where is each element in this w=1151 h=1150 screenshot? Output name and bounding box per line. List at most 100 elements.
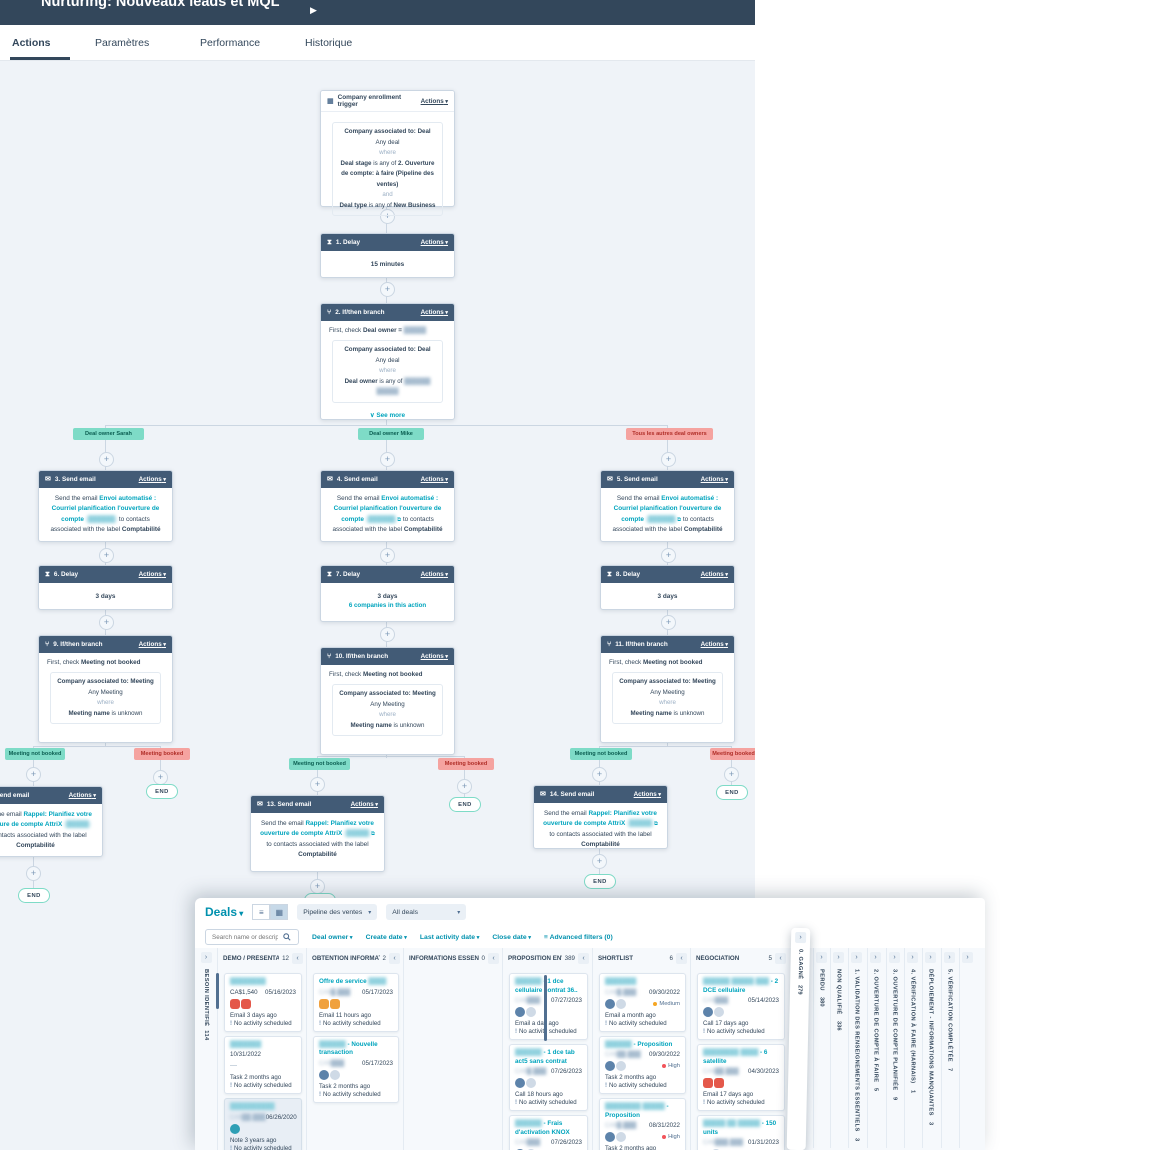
plus-connector[interactable]: + xyxy=(99,615,114,630)
deal-card[interactable]: ███████10/31/2022—Task 2 months ago!No a… xyxy=(224,1035,302,1094)
tab-parametres[interactable]: Paramètres xyxy=(95,37,150,49)
plus-connector[interactable]: + xyxy=(26,767,41,782)
plus-connector[interactable]: + xyxy=(310,879,325,894)
workflow-node-branch-11[interactable]: ⑂ 11. If/then branch Actions First, chec… xyxy=(600,635,735,743)
filter-create-date[interactable]: Create date xyxy=(366,934,407,941)
see-more-link[interactable]: See more xyxy=(321,411,454,419)
workflow-node-email-3[interactable]: ✉ 3. Send email Actions Send the email E… xyxy=(38,470,173,542)
actions-menu[interactable]: Actions xyxy=(139,571,166,578)
workflow-node-email-14[interactable]: ✉ 14. Send email Actions Send the email … xyxy=(533,785,668,849)
deals-view-select[interactable]: All deals xyxy=(386,904,467,920)
actions-menu[interactable]: Actions xyxy=(421,309,448,316)
tab-historique[interactable]: Historique xyxy=(305,37,353,49)
plus-connector[interactable]: + xyxy=(592,767,607,782)
workflow-node-branch-9[interactable]: ⑂ 9. If/then branch Actions First, check… xyxy=(38,635,173,743)
workflow-node-trigger[interactable]: ▦ Company enrollment trigger Actions Com… xyxy=(320,90,455,217)
plus-connector[interactable]: + xyxy=(661,615,676,630)
workflow-node-email-12[interactable]: ✉ 12. Send email Actions Send the email … xyxy=(0,786,103,857)
actions-menu[interactable]: Actions xyxy=(421,239,448,246)
workflow-node-email-4[interactable]: ✉ 4. Send email Actions Send the email E… xyxy=(320,470,455,542)
pipeline-select[interactable]: Pipeline des ventes xyxy=(297,904,378,920)
expand-column-button[interactable]: › xyxy=(962,952,973,963)
actions-menu[interactable]: Actions xyxy=(139,476,166,483)
deal-card[interactable]: ██████ - 1 dce cellulaire contrat 36..CA… xyxy=(509,973,588,1040)
plus-connector[interactable]: + xyxy=(26,866,41,881)
expand-column-button[interactable]: › xyxy=(925,952,936,963)
workflow-node-delay-7[interactable]: ⧗ 7. Delay Actions 3 days 6 companies in… xyxy=(320,565,455,622)
actions-menu[interactable]: Actions xyxy=(634,791,661,798)
expand-column-button[interactable]: › xyxy=(816,952,827,963)
expand-column-button[interactable]: › xyxy=(851,952,862,963)
tab-actions[interactable]: Actions xyxy=(12,37,51,49)
plus-connector[interactable]: + xyxy=(457,779,472,794)
actions-menu[interactable]: Actions xyxy=(351,801,378,808)
collapse-column-button[interactable]: ‹ xyxy=(292,952,303,964)
plus-connector[interactable]: + xyxy=(661,548,676,563)
collapse-column-button[interactable]: ‹ xyxy=(578,952,589,964)
list-view-button[interactable]: ≡ xyxy=(252,904,271,920)
expand-column-button[interactable]: › xyxy=(944,952,955,963)
workflow-node-delay-1[interactable]: ⧗ 1. Delay Actions 15 minutes xyxy=(320,233,455,278)
filter-deal-owner[interactable]: Deal owner xyxy=(312,934,353,941)
plus-connector[interactable]: + xyxy=(380,282,395,297)
plus-connector[interactable]: + xyxy=(380,548,395,563)
expand-column-button[interactable]: › xyxy=(889,952,900,963)
plus-connector[interactable]: + xyxy=(99,452,114,467)
expand-column-button[interactable]: › xyxy=(907,952,918,963)
column-scrollbar[interactable] xyxy=(216,973,219,1009)
column-scrollbar[interactable] xyxy=(544,975,547,1041)
actions-menu[interactable]: Actions xyxy=(69,792,96,799)
actions-menu[interactable]: Actions xyxy=(421,653,448,660)
expand-column-button[interactable]: › xyxy=(833,952,844,963)
actions-menu[interactable]: Actions xyxy=(421,571,448,578)
board-view-button[interactable]: ▦ xyxy=(270,904,289,920)
tab-performance[interactable]: Performance xyxy=(200,37,261,49)
expand-column-button[interactable]: › xyxy=(200,952,212,963)
actions-menu[interactable]: Actions xyxy=(139,641,166,648)
plus-connector[interactable]: + xyxy=(99,548,114,563)
workflow-node-email-5[interactable]: ✉ 5. Send email Actions Send the email E… xyxy=(600,470,735,542)
actions-menu[interactable]: Actions xyxy=(701,476,728,483)
expand-column-button[interactable]: › xyxy=(870,952,881,963)
search-input[interactable] xyxy=(210,932,280,942)
collapse-column-button[interactable]: ‹ xyxy=(676,952,687,964)
plus-connector[interactable]: + xyxy=(310,777,325,792)
collapse-column-button[interactable]: ‹ xyxy=(389,952,400,964)
companies-in-action-link[interactable]: 6 companies in this action xyxy=(348,602,427,610)
plus-connector[interactable]: + xyxy=(153,770,168,785)
plus-connector[interactable]: + xyxy=(592,854,607,869)
plus-connector[interactable]: + xyxy=(380,627,395,642)
plus-connector[interactable]: + xyxy=(724,767,739,782)
workflow-node-email-13[interactable]: ✉ 13. Send email Actions Send the email … xyxy=(250,795,385,872)
expand-column-button[interactable]: › xyxy=(795,931,807,944)
filter-close-date[interactable]: Close date xyxy=(492,934,531,941)
workflow-node-branch-10[interactable]: ⑂ 10. If/then branch Actions First, chec… xyxy=(320,647,455,755)
plus-connector[interactable]: + xyxy=(380,452,395,467)
filter-last-activity-date[interactable]: Last activity date xyxy=(420,934,479,941)
collapse-column-button[interactable]: ‹ xyxy=(775,952,786,964)
actions-menu[interactable]: Actions xyxy=(701,571,728,578)
workflow-node-delay-8[interactable]: ⧗ 8. Delay Actions 3 days xyxy=(600,565,735,610)
plus-connector[interactable]: + xyxy=(661,452,676,467)
collapse-column-button[interactable]: ‹ xyxy=(488,952,499,964)
actions-menu[interactable]: Actions xyxy=(421,476,448,483)
deals-title[interactable]: Deals xyxy=(205,905,243,919)
workflow-canvas[interactable]: ++++++++++++++++++++ ▦ Company enrollmen… xyxy=(0,60,755,1150)
workflow-node-delay-6[interactable]: ⧗ 6. Delay Actions 3 days xyxy=(38,565,173,610)
chevron-right-icon[interactable]: ▶ xyxy=(310,5,317,15)
actions-menu[interactable]: Actions xyxy=(701,641,728,648)
advanced-filters-link[interactable]: ≡ Advanced filters (0) xyxy=(544,933,613,941)
actions-menu[interactable]: Actions xyxy=(421,98,448,105)
